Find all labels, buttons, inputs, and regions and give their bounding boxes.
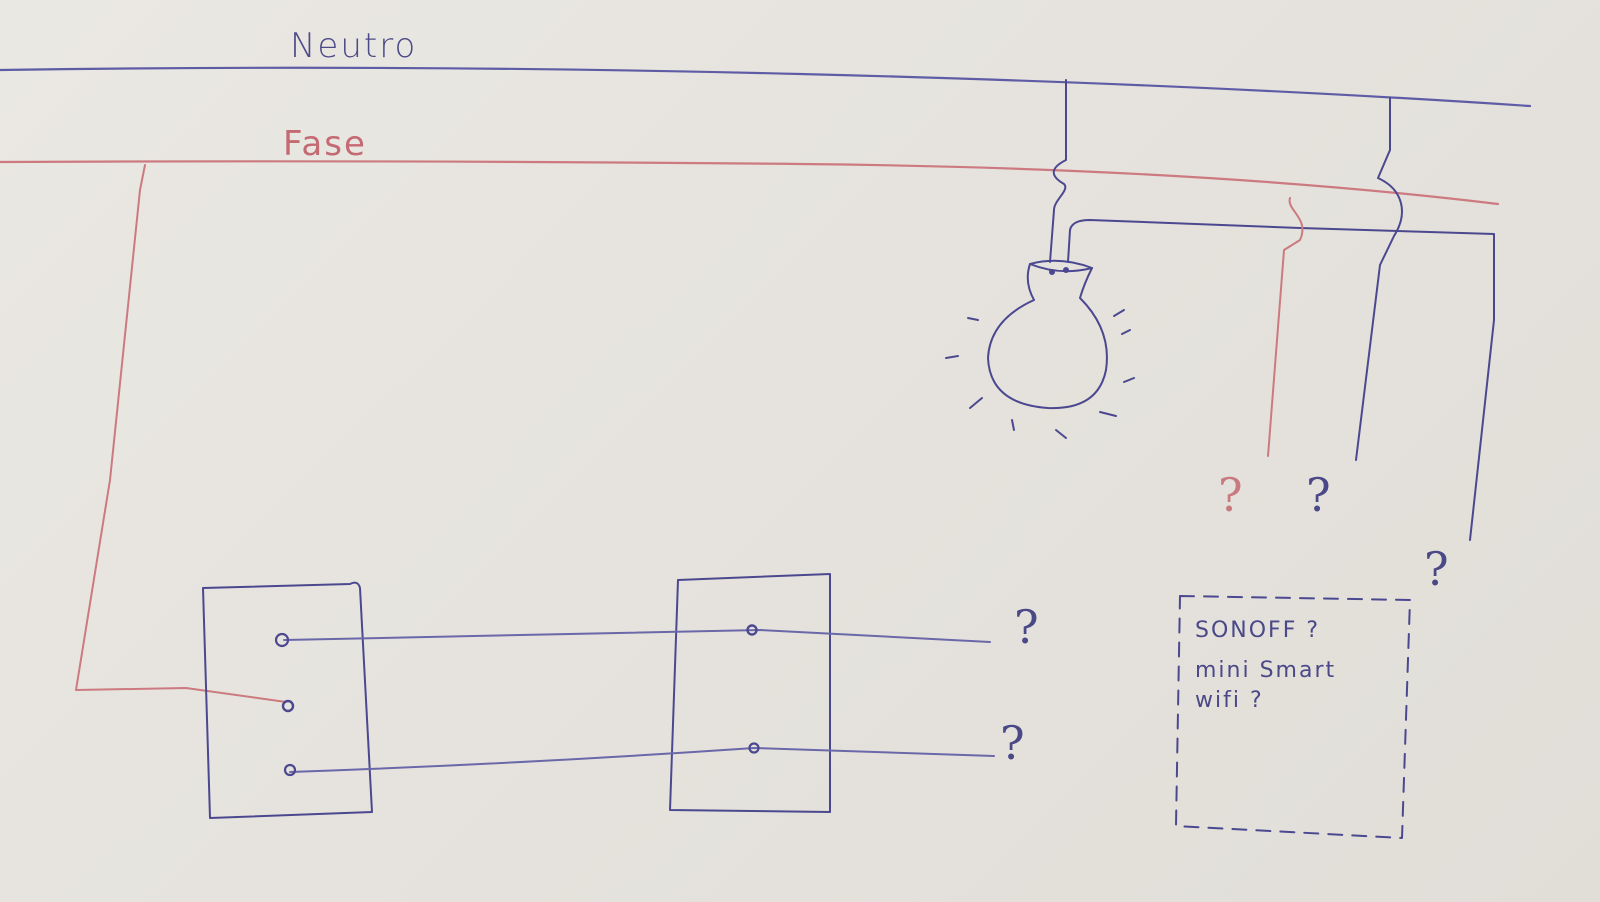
phase-drop-to-switch (75, 164, 287, 703)
phase-wire (0, 160, 1500, 206)
terminal-left-middle (281, 699, 295, 713)
sonoff-label-line1: SONOFF ? (1195, 618, 1321, 643)
switch-box-left (202, 581, 373, 819)
neutral-label: Neutro (290, 26, 418, 66)
traveler-wire-bottom (289, 747, 995, 773)
switch-box-right (669, 573, 831, 813)
question-mark-phase-drop: ? (1218, 468, 1243, 522)
neutral-wire (0, 66, 1532, 108)
sonoff-label-line3: wifi ? (1195, 688, 1264, 713)
question-mark-switched-drop: ? (1424, 542, 1449, 596)
question-mark-traveler-bottom: ? (1000, 716, 1025, 770)
question-mark-neutral-drop: ? (1306, 468, 1331, 522)
terminal-right-bottom (748, 742, 760, 754)
sonoff-label-line2: mini Smart (1195, 658, 1337, 683)
terminal-left-bottom (283, 763, 297, 777)
neutral-drop-to-lamp (1049, 79, 1067, 263)
phase-drop-right (1267, 197, 1304, 457)
phase-label: Fase (283, 124, 367, 164)
neutral-drop-right (1355, 97, 1403, 461)
terminal-left-top (274, 632, 290, 648)
traveler-wire-top (283, 629, 991, 643)
sonoff-label: SONOFF ? mini Smart wifi ? (1195, 616, 1336, 716)
light-bulb (945, 259, 1135, 439)
sonoff-box-outline (1175, 595, 1411, 839)
question-mark-traveler-top: ? (1014, 600, 1039, 654)
lamp-switched-wire (1067, 219, 1495, 541)
terminal-right-top (746, 624, 758, 636)
